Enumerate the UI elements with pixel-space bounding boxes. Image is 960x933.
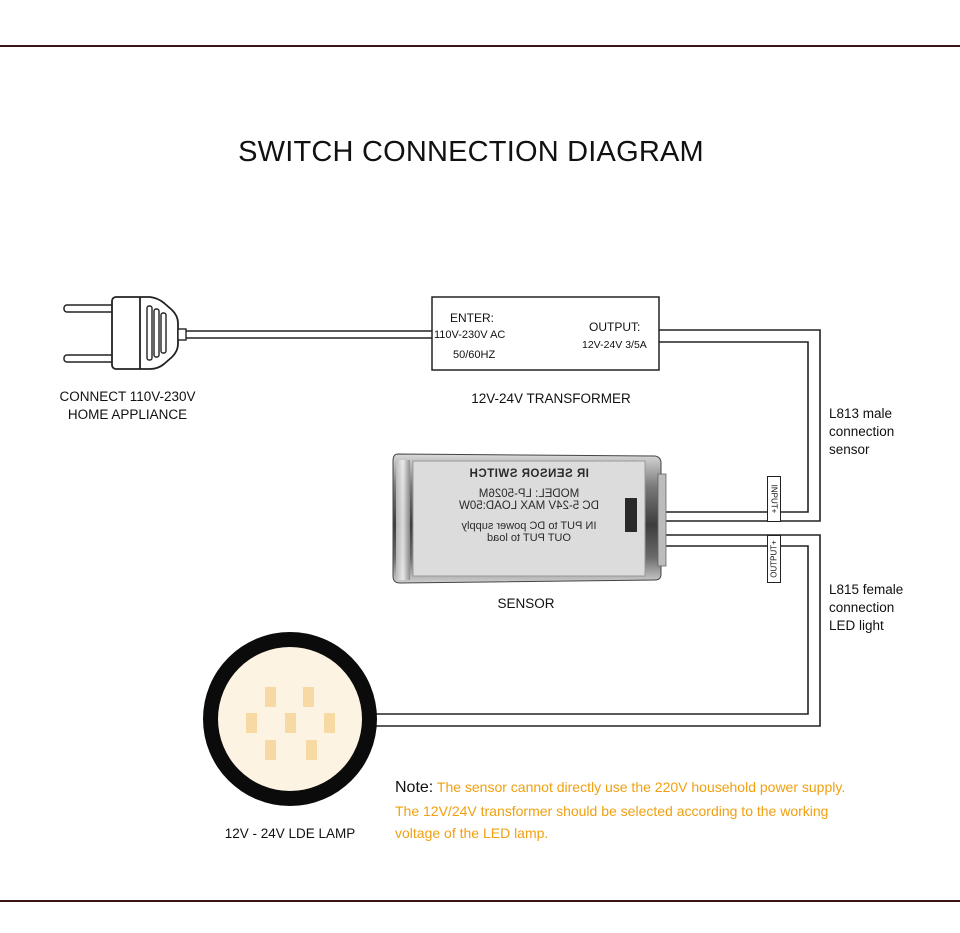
lamp-caption: 12V - 24V LDE LAMP — [224, 826, 356, 841]
page-title: SWITCH CONNECTION DIAGRAM — [238, 136, 704, 168]
sensor-device — [392, 453, 667, 584]
sensor-label-model: MODEL: LP-5026M — [478, 488, 580, 500]
top-divider — [0, 45, 960, 47]
transformer-caption: 12V-24V TRANSFORMER — [471, 391, 631, 406]
transformer-enter-voltage: 110V-230V AC — [434, 329, 506, 341]
female-connection-line2: connection — [829, 600, 895, 615]
transformer-output-value: 12V-24V 3/5A — [582, 339, 647, 351]
output-wire — [659, 329, 821, 522]
male-connection-line2: connection — [829, 424, 895, 439]
male-connection-line1: L813 male — [829, 406, 893, 421]
sensor-label-output: OUT PUT to load — [487, 532, 571, 544]
plug-caption-line2: HOME APPLIANCE — [67, 407, 188, 422]
power-cord — [186, 330, 433, 339]
female-connection-line1: L815 female — [829, 582, 904, 597]
output-tag-text: OUTPUT+ — [769, 540, 779, 578]
note-text: Note: The sensor cannot directly use the… — [395, 776, 855, 845]
female-connection-line3: LED light — [829, 618, 884, 633]
transformer-enter-freq: 50/60HZ — [453, 349, 496, 361]
led-lamp-icon — [203, 632, 377, 806]
plug-caption: CONNECT 110V-230V HOME APPLIANCE — [40, 388, 215, 424]
note-lead: Note: — [395, 779, 434, 796]
plug-icon — [63, 296, 187, 370]
sensor-label-input: IN PUT to DC power supply — [461, 520, 597, 532]
sensor-label-rating: DC 5-24V MAX LOAD:50W — [459, 500, 599, 512]
male-connection-line3: sensor — [829, 442, 870, 457]
output-tag: OUTPUT+ — [767, 535, 781, 583]
sensor-label: IR SENSOR SWITCH MODEL: LP-5026M DC 5-24… — [418, 468, 640, 544]
note-body: The sensor cannot directly use the 220V … — [395, 779, 846, 841]
bottom-divider — [0, 900, 960, 902]
transformer-output-label: OUTPUT: — [589, 320, 641, 334]
input-tag-text: INPUT+ — [769, 484, 779, 514]
input-tag: INPUT+ — [767, 476, 781, 522]
sensor-caption: SENSOR — [497, 596, 555, 611]
female-connection-label: L815 female connection LED light — [829, 581, 903, 635]
transformer-enter-label: ENTER: — [450, 311, 495, 325]
sensor-label-title: IR SENSOR SWITCH — [469, 468, 589, 480]
transformer-box — [431, 296, 660, 371]
lamp-wire — [372, 534, 821, 727]
plug-caption-line1: CONNECT 110V-230V — [59, 389, 196, 404]
male-connection-label: L813 male connection sensor — [829, 405, 894, 459]
